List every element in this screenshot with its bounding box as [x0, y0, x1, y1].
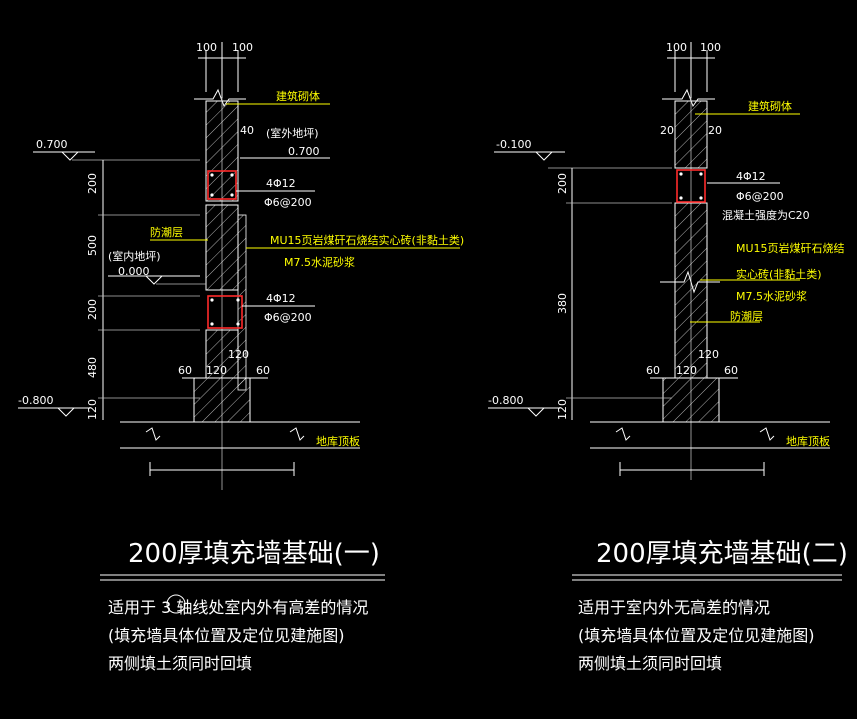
- left-label-indoor: (室内地坪): [108, 249, 161, 263]
- left-elev-bottom: -0.800: [18, 394, 53, 407]
- right-ring-beam: [676, 169, 706, 203]
- right-dim-top-a: 100: [666, 41, 687, 54]
- right-label-building: 建筑砌体: [748, 99, 792, 113]
- left-vdim-2: 200: [86, 299, 99, 320]
- left-label-outdoor: (室外地坪): [266, 126, 319, 140]
- left-ring-beam-bottom: [207, 295, 243, 329]
- left-note1: 适用于 3 轴线处室内外有高差的情况: [108, 598, 368, 617]
- left-dim-60a: 60: [178, 364, 192, 377]
- right-dim-120a: 120: [698, 348, 719, 361]
- left-elev-indoor: 0.000: [118, 265, 150, 278]
- left-note2: (填充墙具体位置及定位见建施图): [108, 626, 345, 645]
- right-label-slab: 地库顶板: [786, 434, 830, 448]
- right-dim-top-b: 100: [700, 41, 721, 54]
- right-rebar: 4Φ12: [736, 170, 766, 183]
- right-dim-20b: 20: [708, 124, 722, 137]
- left-note3: 两侧填土须同时回填: [108, 654, 252, 673]
- left-dim-top-b: 100: [232, 41, 253, 54]
- right-note1: 适用于室内外无高差的情况: [578, 598, 770, 617]
- right-stirrup: Φ6@200: [736, 190, 784, 203]
- left-elev-outdoor: 0.700: [288, 145, 320, 158]
- left-vdim-0: 200: [86, 173, 99, 194]
- left-stirrup1: Φ6@200: [264, 196, 312, 209]
- right-label-dpc: 防潮层: [730, 309, 763, 323]
- left-dim-120a: 120: [228, 348, 249, 361]
- left-title: 200厚填充墙基础(一): [128, 539, 380, 569]
- left-elev-top: 0.700: [36, 138, 68, 151]
- right-note2: (填充墙具体位置及定位见建施图): [578, 626, 815, 645]
- left-material2: M7.5水泥砂浆: [284, 255, 355, 269]
- left-dim-top-a: 100: [196, 41, 217, 54]
- right-concrete: 混凝土强度为C20: [722, 208, 810, 222]
- right-elev-bottom: -0.800: [488, 394, 523, 407]
- left-vdim-1: 500: [86, 235, 99, 256]
- left-label-dpc: 防潮层: [150, 225, 183, 239]
- right-title: 200厚填充墙基础(二): [596, 539, 848, 569]
- right-material2: 实心砖(非黏土类): [736, 267, 822, 281]
- left-label-40: 40: [240, 124, 254, 137]
- right-note3: 两侧填土须同时回填: [578, 654, 722, 673]
- right-dim-60a: 60: [646, 364, 660, 377]
- right-dim-120b: 120: [676, 364, 697, 377]
- right-vdim-2: 120: [556, 399, 569, 420]
- right-vdim-1: 380: [556, 293, 569, 314]
- left-material1: MU15页岩煤矸石烧结实心砖(非黏土类): [270, 233, 464, 247]
- left-label-building: 建筑砌体: [276, 89, 320, 103]
- left-vdim-4: 120: [86, 399, 99, 420]
- left-stirrup2: Φ6@200: [264, 311, 312, 324]
- left-label-slab: 地库顶板: [316, 434, 360, 448]
- left-rebar1: 4Φ12: [266, 177, 296, 190]
- right-material3: M7.5水泥砂浆: [736, 289, 807, 303]
- right-elev-top: -0.100: [496, 138, 531, 151]
- left-ring-beam-top: [207, 170, 237, 200]
- right-dim-60b: 60: [724, 364, 738, 377]
- left-vdim-3: 480: [86, 357, 99, 378]
- right-vdim-0: 200: [556, 173, 569, 194]
- left-dim-120b: 120: [206, 364, 227, 377]
- right-dim-20a: 20: [660, 124, 674, 137]
- right-detail: 100 100 20 20 建筑砌体 -0.100 4Φ12 Φ6@200 混凝…: [488, 41, 848, 673]
- left-detail: 100 100 建筑砌体 (室外地坪) 40 0.700 0.700 4: [18, 41, 464, 673]
- left-rebar2: 4Φ12: [266, 292, 296, 305]
- left-dim-60b: 60: [256, 364, 270, 377]
- right-material1: MU15页岩煤矸石烧结: [736, 241, 845, 255]
